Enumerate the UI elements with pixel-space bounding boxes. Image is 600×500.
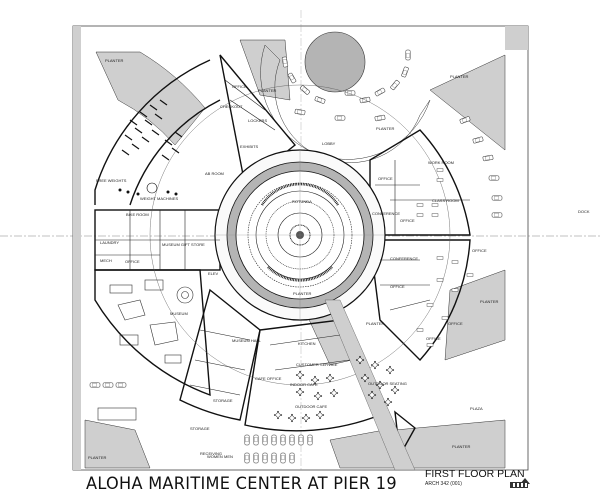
label-museum-hall: MUSEUM HALL [232, 338, 262, 343]
sheet-code: ARCH 342 (001) [425, 481, 462, 487]
label-work-room: WORK ROOM [428, 160, 454, 165]
rotunda [214, 149, 386, 321]
label-dock: DOCK [578, 209, 590, 214]
entry-walkway [324, 299, 416, 471]
label-plaza: PLAZA [470, 406, 483, 411]
label-lobby: LOBBY [322, 141, 336, 146]
label-planter-nw: PLANTER [105, 58, 124, 63]
label-storage: STORAGE [213, 398, 233, 403]
planter-northeast [429, 54, 506, 151]
classroom-desks [416, 168, 444, 217]
label-restroom-m: MEN [224, 454, 233, 459]
label-receiving: RECEIVING [200, 451, 222, 456]
planter-east [444, 269, 506, 361]
label-checkout: CHECKOUT [220, 104, 243, 109]
label-class-room: CLASS ROOM [432, 198, 459, 203]
label-planter-n: PLANTER [258, 88, 277, 93]
parking-cars-west [89, 382, 137, 421]
parking-cars-south [244, 434, 313, 464]
outer-ring-walkway [149, 84, 451, 386]
weight-stations [118, 182, 178, 196]
label-storage-b: STORAGE [190, 426, 210, 431]
label-office-b: OFFICE [400, 218, 415, 223]
label-laundry: LAUNDRY [100, 240, 119, 245]
label-restroom-w: WOMEN [207, 454, 223, 459]
label-office-top: OFFICE [232, 84, 247, 89]
label-bike-room: BIKE ROOM [126, 212, 149, 217]
label-office-d: OFFICE [390, 284, 405, 289]
roundabout-island [304, 31, 366, 93]
label-rotunda: ROTUNDA [292, 199, 312, 204]
sheet-title: FIRST FLOOR PLAN [425, 468, 525, 480]
museum-exhibits [109, 279, 194, 364]
site-edge-hatch-left [73, 26, 81, 470]
label-office-c: OFFICE [472, 248, 487, 253]
label-planter-se: PLANTER [452, 444, 471, 449]
label-mech: MECH [100, 258, 112, 263]
label-office-w: OFFICE [125, 259, 140, 264]
label-conference: CONFERENCE [390, 256, 418, 261]
gym-equipment [121, 99, 183, 161]
label-free-weights: FREE WEIGHTS [96, 178, 127, 183]
label-planter-s1: PLANTER [293, 291, 312, 296]
label-ab-room: AB ROOM [205, 171, 224, 176]
label-lockers: LOCKERS [248, 118, 267, 123]
label-exhibits: EXHIBITS [240, 144, 259, 149]
label-conference-room: CONFERENCE [372, 211, 400, 216]
planter-southwest [84, 419, 151, 469]
label-planter-sw: PLANTER [88, 455, 107, 460]
interior-partitions [95, 79, 470, 396]
scale-bar [510, 482, 528, 488]
label-office-f: OFFICE [426, 336, 441, 341]
label-museum: MUSEUM [170, 311, 188, 316]
label-weight-machines: WEIGHT MACHINES [140, 196, 178, 201]
label-office-e: OFFICE [448, 321, 463, 326]
label-outdoor-cafe: OUTDOOR CAFE [295, 404, 328, 409]
label-office-a: OFFICE [378, 176, 393, 181]
label-indoor-cafe: INDOOR CAFE [290, 382, 318, 387]
site-edge-hatch-top-right [505, 26, 528, 50]
planter-southeast [394, 419, 506, 469]
room-labels: PLANTER PLANTER PLANTER PLANTER PLANTER … [88, 58, 590, 460]
label-planter-e: PLANTER [480, 299, 499, 304]
label-customer-service: CUSTOMER SERVICE [296, 362, 338, 367]
label-museum-gift: MUSEUM GIFT STORE [162, 242, 205, 247]
planter-north [239, 39, 291, 101]
planter-northwest [95, 51, 206, 146]
label-planter-s2: PLANTER [366, 321, 385, 326]
label-kitchen: KITCHEN [298, 341, 316, 346]
label-elevator: ELEV [208, 271, 219, 276]
label-planter-mid: PLANTER [376, 126, 395, 131]
label-cafe-office: CAFE OFFICE [255, 376, 282, 381]
label-planter-ne: PLANTER [450, 74, 469, 79]
drawing-title: ALOHA MARITIME CENTER AT PIER 19 [86, 474, 397, 494]
label-outdoor-seating: OUTDOOR SEATING [368, 381, 407, 386]
